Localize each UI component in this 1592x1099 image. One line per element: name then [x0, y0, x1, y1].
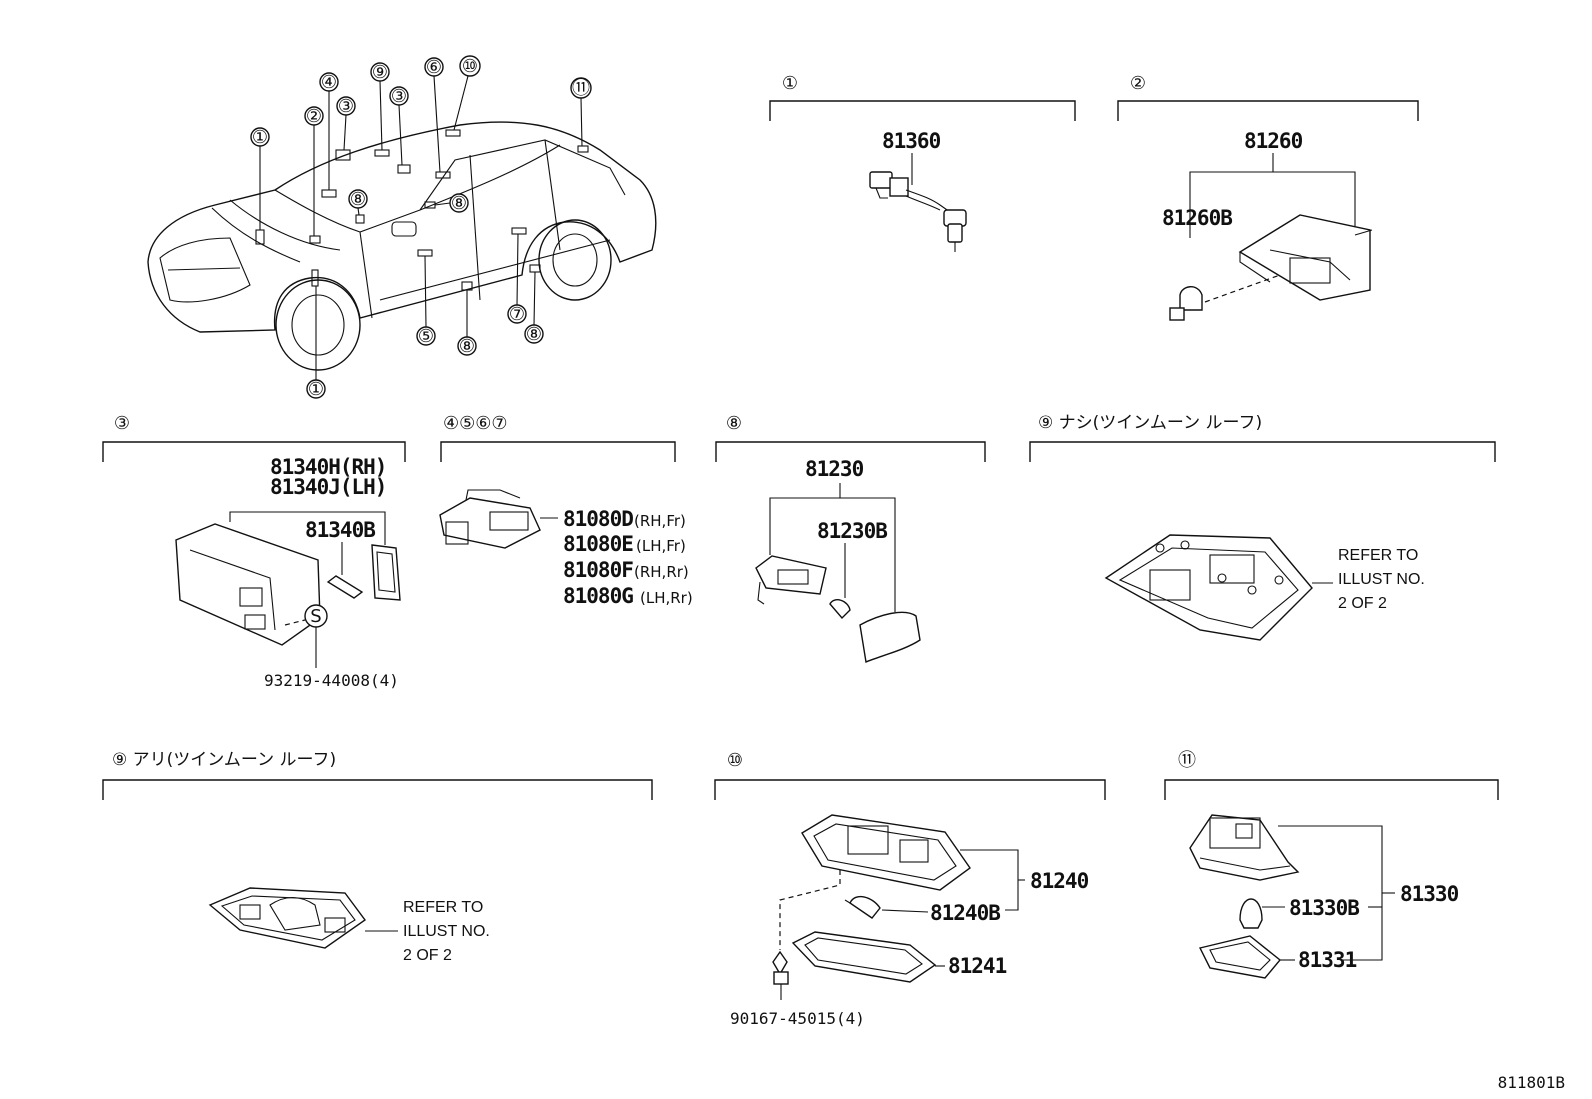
- part-number-81240: 81240: [1030, 869, 1089, 893]
- courtesy-lamp-assembly: [1238, 214, 1373, 301]
- section-header: ⑩: [727, 750, 743, 771]
- refer-note: ILLUST NO.: [403, 923, 490, 940]
- part-number-81340J: 81340J(LH): [270, 475, 386, 499]
- callout-11: ⑪: [572, 78, 590, 99]
- callout-1: ①: [252, 127, 268, 148]
- part-number-81340H: 81340H(RH): [270, 455, 386, 479]
- callout-10: ⑩: [462, 56, 478, 77]
- bulb: [1239, 898, 1263, 929]
- section-1: ① 81360: [769, 73, 1076, 252]
- callout-8: ⑧: [350, 189, 366, 210]
- bulb: [1169, 286, 1203, 321]
- callout-8: ⑧: [526, 324, 542, 345]
- illustration-code: 811801B: [1498, 1073, 1565, 1092]
- section-header: ③: [114, 413, 130, 434]
- svg-text:(LH,Fr): (LH,Fr): [636, 537, 686, 555]
- callout-9: ⑨: [372, 62, 388, 83]
- part-number-81330B: 81330B: [1289, 896, 1359, 920]
- callout-3: ③: [391, 86, 407, 107]
- callout-7: ⑦: [509, 304, 525, 325]
- lens: [791, 931, 937, 983]
- callout-1: ①: [308, 379, 324, 400]
- part-number-81080E: 81080E: [563, 532, 633, 556]
- callout-8: ⑧: [459, 336, 475, 357]
- part-number-81080G: 81080G: [563, 584, 633, 608]
- callout-2: ②: [306, 106, 322, 127]
- section-header: ⑨ アリ(ツインムーン ルーフ): [112, 750, 336, 770]
- svg-text:(RH,Fr): (RH,Fr): [634, 512, 686, 530]
- part-number-81230B: 81230B: [817, 519, 887, 543]
- part-number-81240B: 81240B: [930, 901, 1000, 925]
- bulb: [829, 599, 851, 620]
- refer-note: ILLUST NO.: [1338, 571, 1425, 588]
- callout-6: ⑥: [426, 57, 442, 78]
- personal-lamp: [175, 523, 321, 646]
- part-number-81360: 81360: [882, 129, 941, 153]
- part-number-93219-44008: 93219-44008(4): [264, 671, 399, 690]
- section-3: ③ 81340H(RH) 81340J(LH) 81340B S 93219-4…: [102, 413, 406, 690]
- lens: [1198, 935, 1281, 979]
- lens: [859, 611, 921, 663]
- foot-lamp: [755, 555, 827, 605]
- refer-note: REFER TO: [403, 899, 483, 916]
- refer-note: 2 OF 2: [403, 947, 452, 964]
- section-header: ⑨ ナシ(ツインムーン ルーフ): [1038, 413, 1262, 433]
- section-10: ⑩ 81240 81240B 81241 90167-45015(4): [714, 750, 1106, 1028]
- lens: [371, 544, 401, 601]
- part-number-81260: 81260: [1244, 129, 1303, 153]
- part-number-81080D: 81080D: [563, 507, 633, 531]
- section-8: ⑧ 81230 81230B: [715, 413, 986, 663]
- car-illustration: [147, 121, 657, 371]
- part-number-81241: 81241: [948, 954, 1007, 978]
- refer-note: 2 OF 2: [1338, 595, 1387, 612]
- part-number-81330: 81330: [1400, 882, 1459, 906]
- luggage-lamp: [1189, 814, 1300, 881]
- bulb: [326, 575, 364, 599]
- callout-8: ⑧: [451, 193, 467, 214]
- part-number-81080F: 81080F: [563, 558, 633, 582]
- section-11: ⑪ 81330 81330B 81331: [1164, 750, 1499, 979]
- section-9-with-sunroof: ⑨ アリ(ツインムーン ルーフ) REFER TO ILLUST NO. 2 O…: [102, 750, 653, 964]
- switch-assembly: [869, 171, 967, 252]
- part-number-81230: 81230: [805, 457, 864, 481]
- part-number-90167-45015: 90167-45015(4): [730, 1009, 865, 1028]
- section-2: ② 81260 81260B: [1117, 73, 1419, 321]
- bulb: [844, 895, 881, 919]
- screw: [772, 950, 789, 1000]
- callout-3: ③: [338, 96, 354, 117]
- section-9-without-sunroof: ⑨ ナシ(ツインムーン ルーフ) REFER TO ILLUST NO. 2 O…: [1029, 413, 1496, 641]
- map-lamp-assembly: [208, 887, 366, 949]
- svg-text:(RH,Rr): (RH,Rr): [634, 563, 689, 581]
- section-header: ②: [1130, 73, 1146, 94]
- callout-5: ⑤: [418, 326, 434, 347]
- section-header: ⑧: [726, 413, 742, 434]
- door-lamp: [439, 489, 541, 549]
- car-callouts: ① ① ② ③ ③ ④ ⑨ ⑥ ⑩ ⑪ ⑧ ⑧ ⑤ ⑧ ⑦ ⑧: [250, 55, 592, 400]
- part-number-81340B: 81340B: [305, 518, 375, 542]
- section-header: ⑪: [1178, 750, 1196, 771]
- section-header: ④⑤⑥⑦: [443, 413, 508, 434]
- part-number-81331: 81331: [1298, 948, 1357, 972]
- screw-mark: S: [310, 606, 321, 627]
- refer-note: REFER TO: [1338, 547, 1418, 564]
- map-lamp-assembly: [1104, 534, 1313, 641]
- section-4567: ④⑤⑥⑦ 81080D (RH,Fr) 81080E (LH,Fr) 81080…: [439, 413, 693, 608]
- part-number-81260B: 81260B: [1162, 206, 1232, 230]
- svg-text:(LH,Rr): (LH,Rr): [640, 589, 693, 607]
- section-header: ①: [782, 73, 798, 94]
- callout-4: ④: [321, 72, 337, 93]
- room-lamp-assembly: [801, 814, 971, 891]
